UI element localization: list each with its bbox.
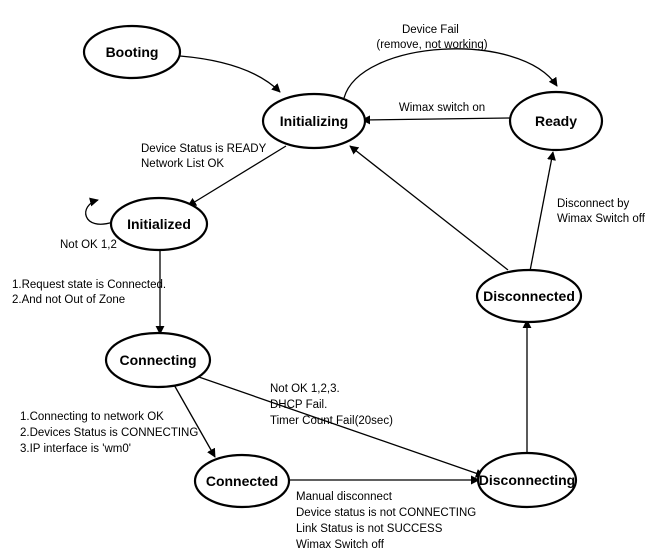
edge-disconnected-to-initializing (349, 145, 509, 271)
state-initializing: Initializing (261, 92, 367, 150)
label-disconnected-to-ready: Disconnect by Wimax Switch off (557, 198, 646, 225)
state-initialized: Initialized (109, 196, 209, 252)
state-disconnecting-label: Disconnecting (479, 472, 575, 488)
edge-initializing-to-initialized (187, 145, 287, 207)
label-initializing-to-initialized: Device Status is READY Network List OK (141, 143, 269, 170)
state-booting-label: Booting (106, 44, 159, 60)
label-connecting-to-connected: 1.Connecting to network OK 2.Devices Sta… (20, 411, 202, 455)
state-connecting-label: Connecting (120, 352, 197, 368)
state-disconnected: Disconnected (475, 268, 583, 324)
state-ready: Ready (508, 90, 604, 152)
edge-booting-to-initializing (179, 55, 281, 93)
state-disconnected-label: Disconnected (483, 288, 575, 304)
state-connecting: Connecting (104, 331, 212, 389)
label-initializing-to-ready: Device Fail (remove, not working) (376, 24, 487, 51)
label-connecting-to-disconnecting: Not OK 1,2,3. DHCP Fail. Timer Count Fai… (270, 383, 393, 427)
edge-initialized-self-loop (85, 197, 114, 225)
label-connected-to-disconnecting: Manual disconnect Device status is not C… (296, 491, 479, 551)
state-connected-label: Connected (206, 473, 278, 489)
label-initialized-self-loop: Not OK 1,2 (60, 239, 117, 251)
state-initialized-label: Initialized (127, 216, 191, 232)
edge-ready-to-initializing (361, 115, 512, 125)
state-ready-label: Ready (535, 113, 577, 129)
edge-disconnected-to-ready (529, 151, 556, 272)
state-disconnecting: Disconnecting (476, 451, 578, 509)
edge-connecting-to-connected (172, 382, 216, 458)
edge-initializing-to-ready (343, 48, 558, 99)
label-initialized-to-connecting: 1.Request state is Connected. 2.And not … (12, 279, 169, 306)
label-ready-to-initializing: Wimax switch on (399, 102, 485, 114)
edge-connecting-to-disconnecting (195, 375, 485, 478)
state-connected: Connected (193, 453, 291, 509)
state-booting: Booting (82, 24, 182, 80)
state-initializing-label: Initializing (280, 113, 348, 129)
